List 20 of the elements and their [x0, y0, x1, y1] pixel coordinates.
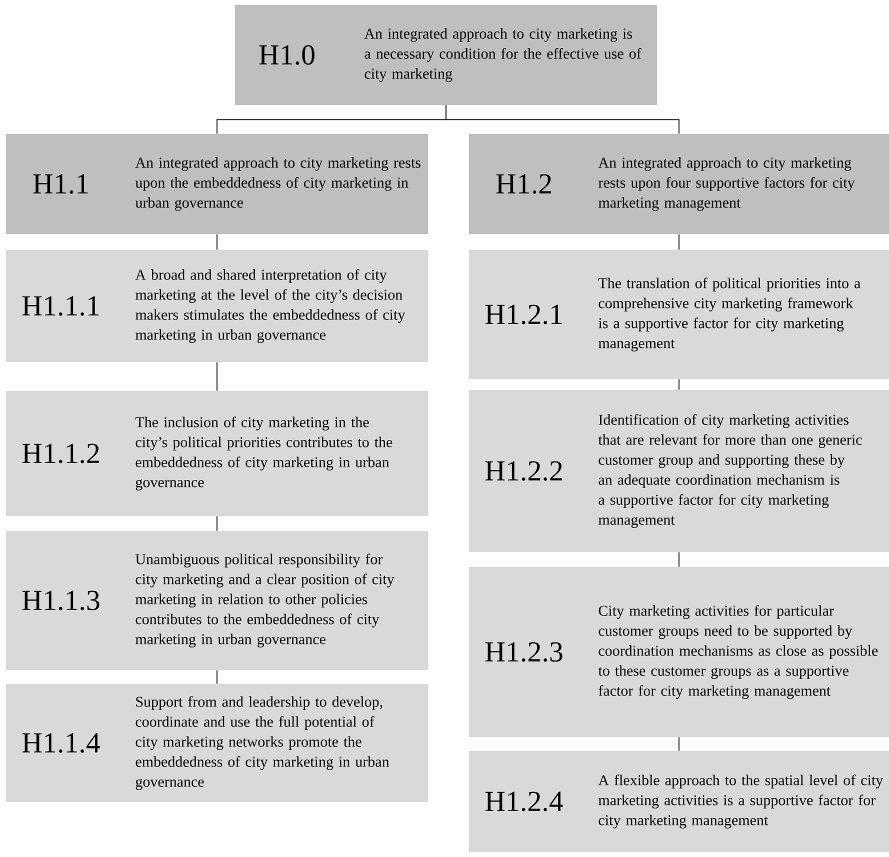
- hypothesis-box: H1.2.2 Identification of city marketing activities that are relevant for more than one generic customer group and supporting these by an adequate coordination mechanism is a supportive factor for city marketing management: [469, 390, 889, 552]
- hypothesis-box: H1.1.1 A broad and shared interpretation of city marketing at the level of the city’s decision makers stimulates the embeddedness of city marketing in urban governance: [6, 250, 428, 362]
- hypothesis-box: H1.2.4 A flexible approach to the spatial level of city marketing activities is a supportive factor for city marketing management: [469, 751, 889, 852]
- hypothesis-box: H1.0 An integrated approach to city marketing is a necessary condition for the effective use of city marketing: [235, 5, 657, 105]
- connector-line: [216, 234, 218, 250]
- hypothesis-box: H1.2.3 City marketing activities for particular customer groups need to be supported by coordination mechanisms as close as possible to these customer groups as a supportive factor for city marketing management: [469, 567, 889, 737]
- connector-line: [678, 736, 680, 752]
- hypothesis-box: H1.2 An integrated approach to city marketing rests upon four supportive factors for city marketing management: [469, 134, 889, 234]
- hypothesis-box: H1.1.3 Unambiguous political responsibility for city marketing and a clear position of city marketing in relation to other policies contributes to the embeddedness of city marketing in urban governance: [6, 531, 428, 670]
- hypothesis-box: H1.1.2 The inclusion of city marketing in the city’s political priorities contributes to the embeddedness of city marketing in urban governance: [6, 391, 428, 516]
- connector-line: [446, 104, 680, 134]
- connector-line: [216, 670, 218, 684]
- connector-line: [678, 378, 680, 390]
- connector-line: [216, 362, 218, 392]
- connector-line: [678, 234, 680, 250]
- connector-line: [216, 516, 218, 532]
- hypothesis-box: H1.1 An integrated approach to city marketing rests upon the embeddedness of city marketing in urban governance: [6, 134, 428, 234]
- hypothesis-box: H1.2.1 The translation of political priorities into a comprehensive city marketing framework is a supportive factor for city marketing management: [469, 250, 889, 379]
- hypothesis-box: H1.1.4 Support from and leadership to develop, coordinate and use the full potential of city marketing networks promote the embeddedness of city marketing in urban governance: [6, 684, 428, 802]
- connector-line: [678, 552, 680, 568]
